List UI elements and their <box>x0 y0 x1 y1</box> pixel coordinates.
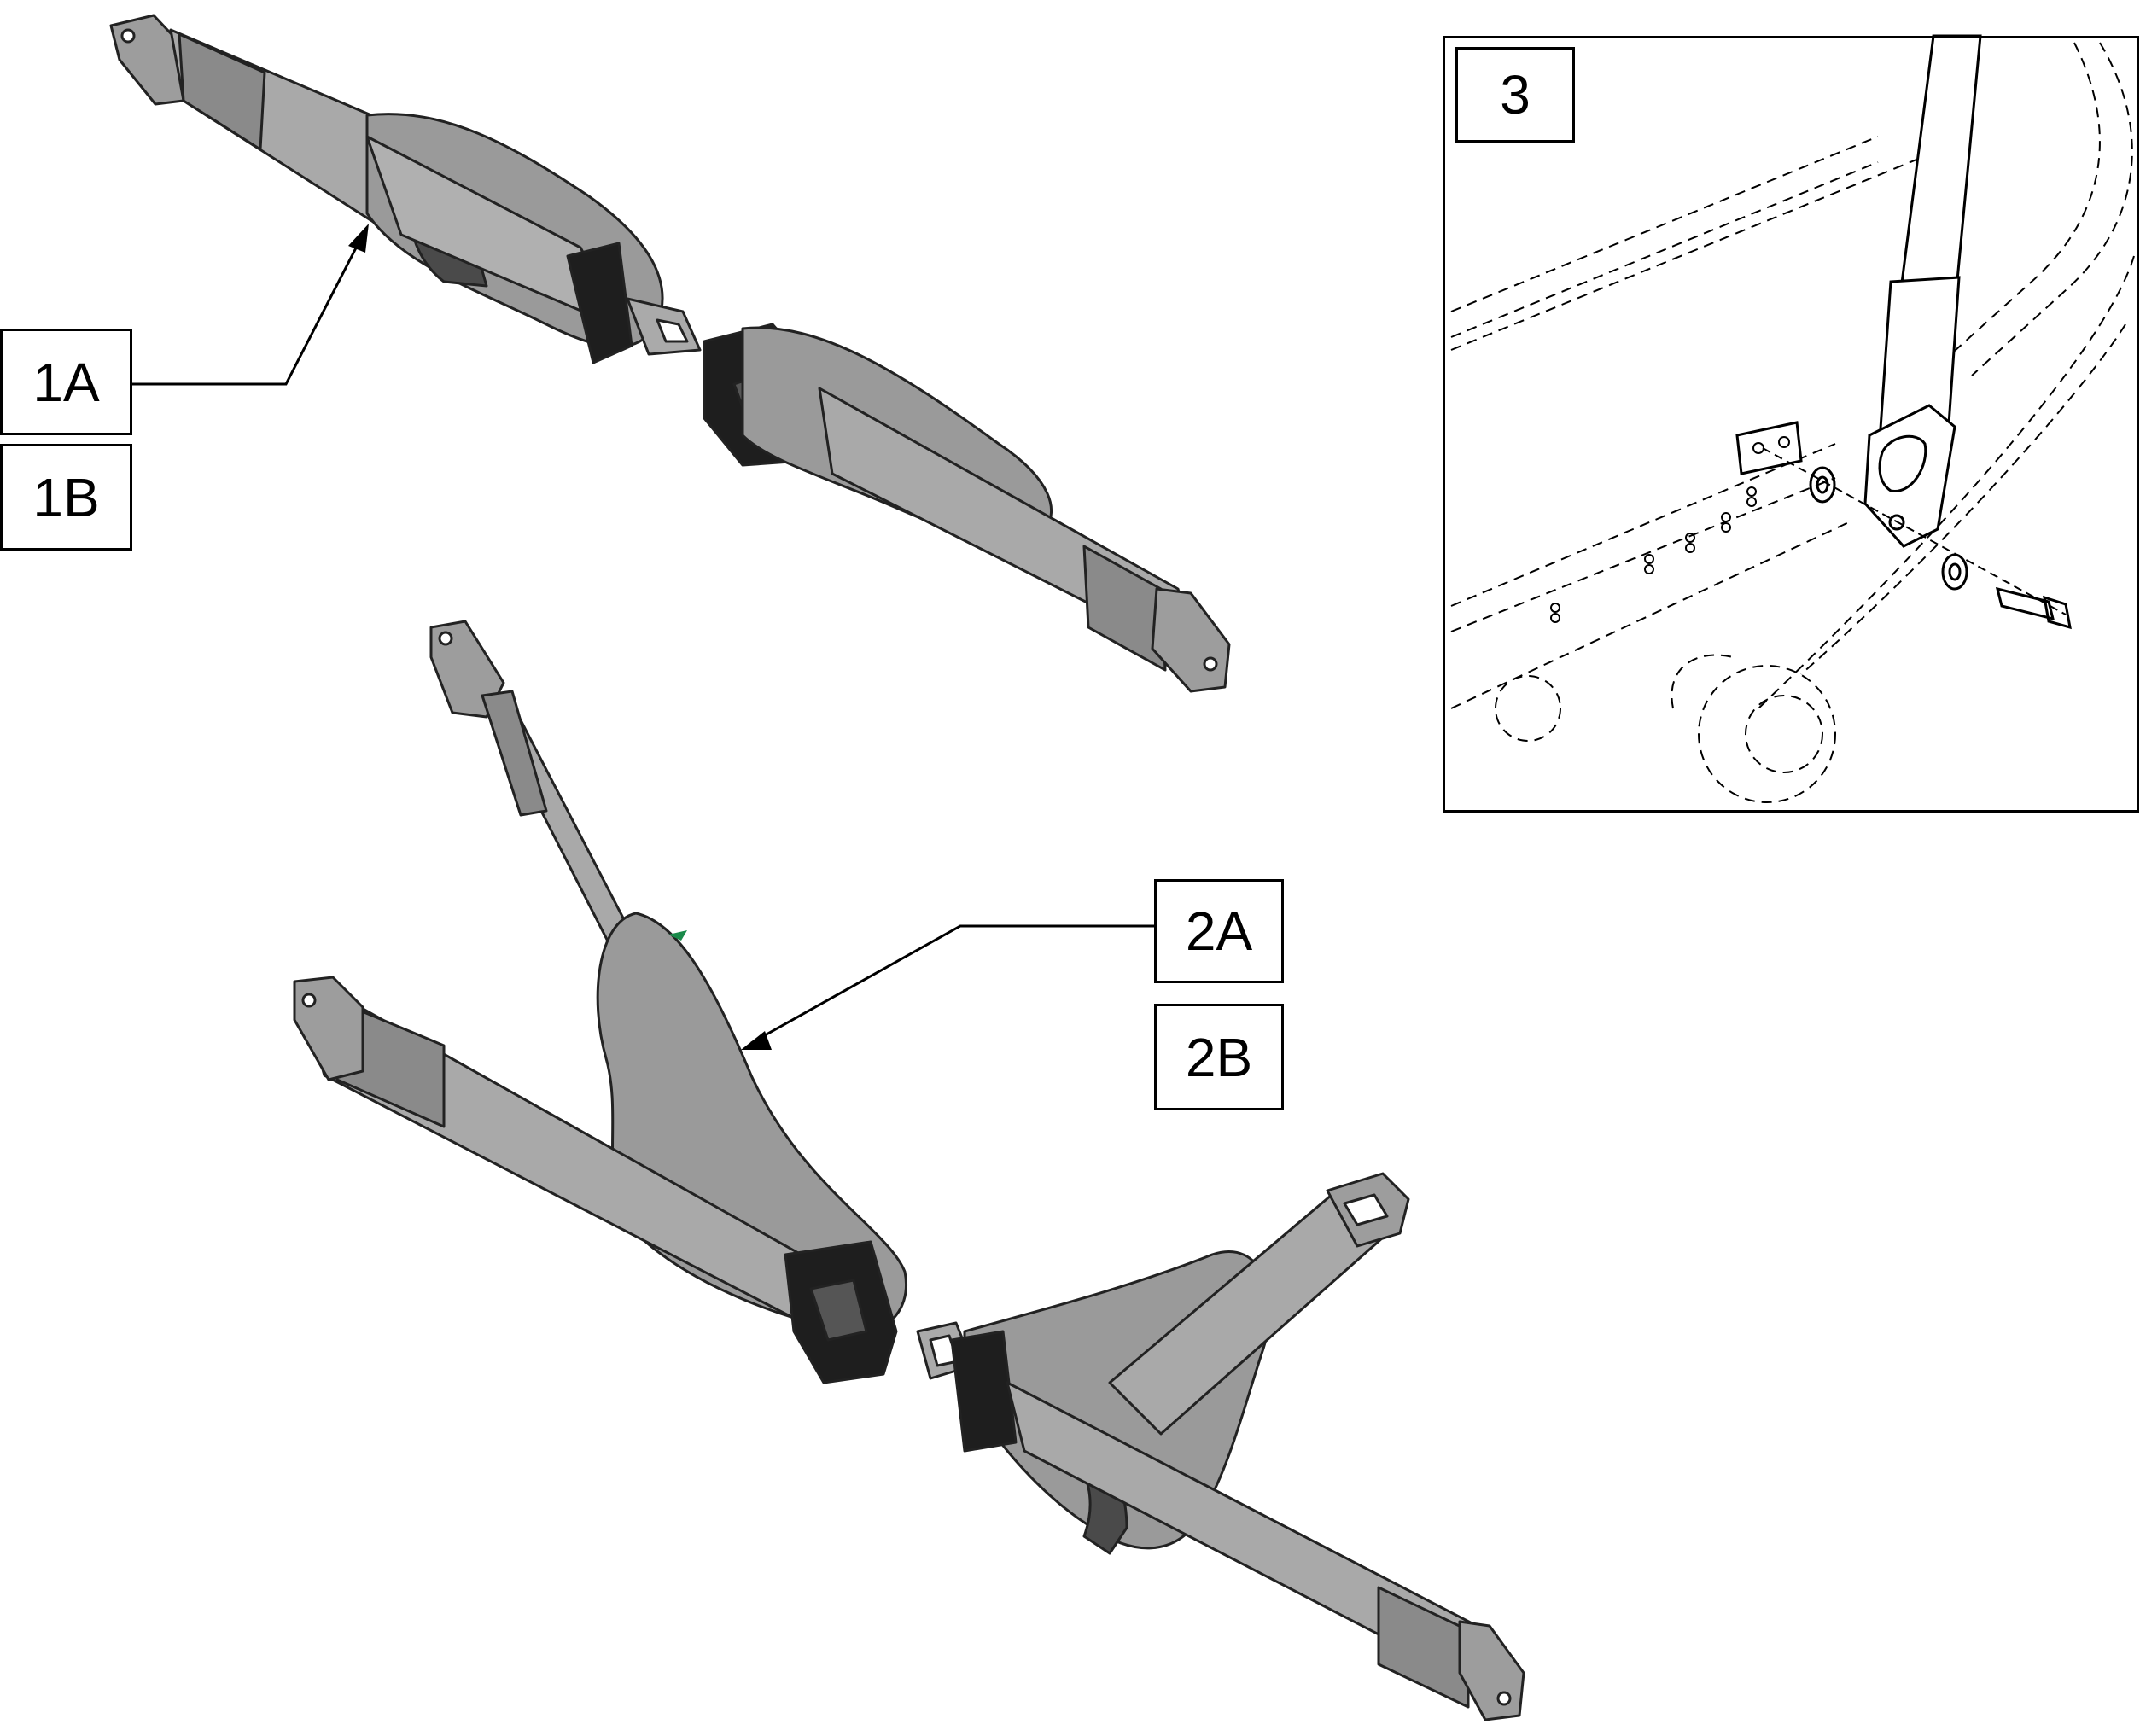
anchor-hole <box>1203 656 1218 672</box>
harness-bottom <box>293 620 1525 1721</box>
right-anchor-bracket <box>1151 587 1231 693</box>
right-buckle-body <box>950 1330 1018 1453</box>
leader-2a <box>750 924 1154 1045</box>
callout-2a: 2A <box>1154 879 1284 983</box>
anchor-hole <box>1496 1691 1512 1706</box>
right-lap-strap-end-tab <box>1377 1586 1470 1709</box>
leader-1a-arrowhead <box>348 224 369 253</box>
leader-1a <box>132 234 364 386</box>
left-lower-anchor-bracket <box>293 976 364 1081</box>
inset-washer-2 <box>1941 553 1968 591</box>
anchor-hole <box>120 28 136 44</box>
left-anchor-bracket <box>109 14 185 106</box>
shoulder-strap-end-tab <box>481 690 548 817</box>
inset-washer-1 <box>1809 466 1836 504</box>
upper-anchor-bracket <box>429 620 505 719</box>
inset-bolt <box>1995 586 2055 621</box>
green-tab-marker <box>668 930 687 941</box>
left-buckle-body <box>566 242 633 364</box>
inset-detail <box>1450 34 2135 803</box>
inset-frame <box>1443 36 2139 813</box>
inset-adjustment-holes <box>1550 486 1757 623</box>
anchor-hole <box>438 631 453 646</box>
right-strap-end-tab <box>1082 545 1167 672</box>
receiver-face <box>809 1279 868 1342</box>
leader-2a-arrowhead <box>741 1031 772 1050</box>
callout-1a: 1A <box>0 329 132 435</box>
anchor-hole <box>301 993 317 1008</box>
lap-belt-top <box>109 14 1231 693</box>
inset-bracket-hole <box>1888 514 1905 531</box>
left-strap-end-tab <box>178 32 266 151</box>
anchor-slot <box>1343 1193 1389 1226</box>
callout-3: 3 <box>1455 47 1575 143</box>
callout-2b: 2B <box>1154 1004 1284 1110</box>
tongue-slot <box>656 318 689 343</box>
inset-mount-plate <box>1735 421 1803 475</box>
callout-1b: 1B <box>0 444 132 551</box>
